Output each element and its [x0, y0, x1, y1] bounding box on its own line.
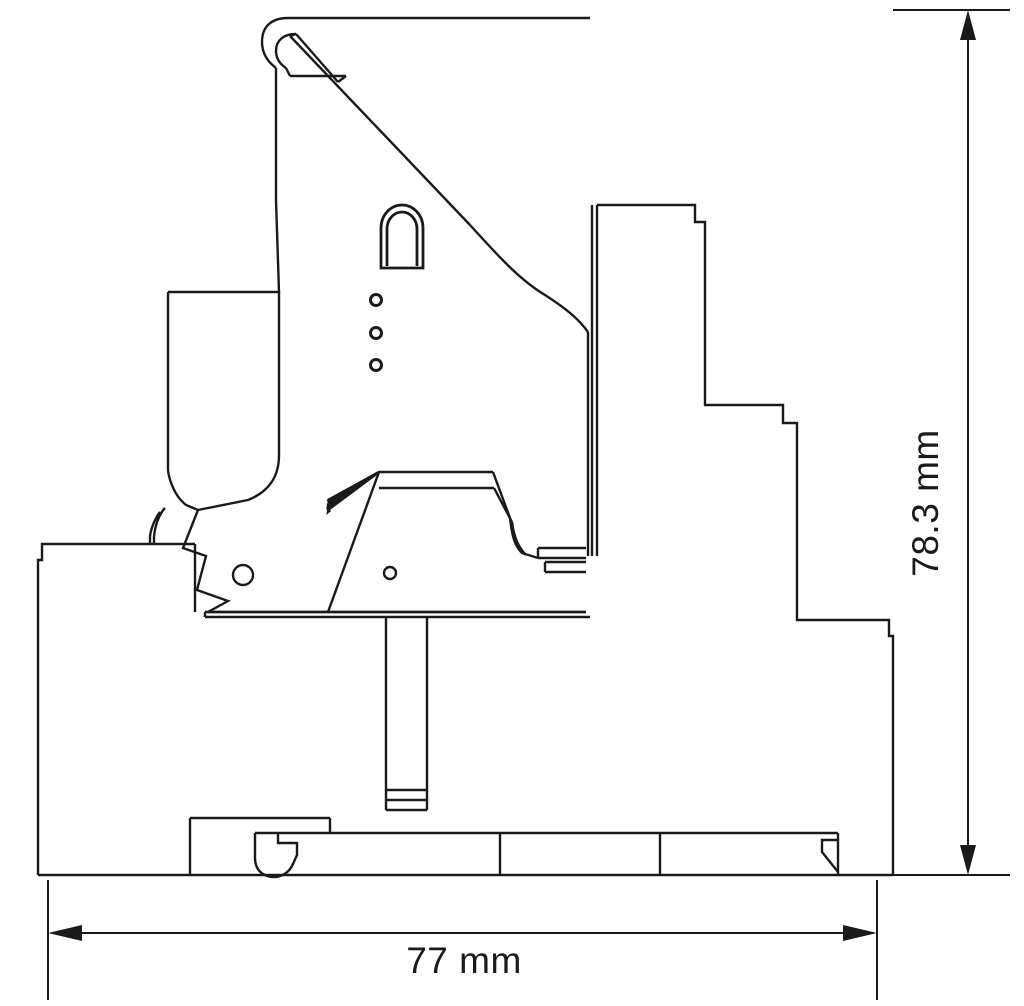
width-dimension-label: 77 mm — [406, 940, 522, 981]
indicator-hole-3 — [369, 358, 383, 372]
actuator-lever — [260, 16, 590, 556]
relay-bottom-terminals — [536, 546, 586, 574]
din-rail-mounting-foot — [188, 816, 840, 879]
release-pin-shaft — [384, 617, 429, 812]
relay-body-right-profile — [597, 203, 895, 875]
indicator-hole-1 — [369, 293, 383, 307]
arch-window — [379, 203, 425, 270]
dimension-annotations — [47, 9, 1010, 1000]
holes-group — [231, 293, 398, 587]
left-terminal-block — [166, 290, 281, 512]
socket-base-outline — [36, 542, 893, 877]
test-hole — [382, 565, 398, 581]
height-dimension-label: 78.3 mm — [905, 429, 946, 577]
latch-zigzag-detail — [148, 507, 231, 614]
pivot-hole — [231, 563, 255, 587]
relay-body-left-wall — [590, 205, 599, 556]
center-trapezoid-block — [325, 470, 539, 613]
indicator-hole-2 — [369, 326, 383, 340]
